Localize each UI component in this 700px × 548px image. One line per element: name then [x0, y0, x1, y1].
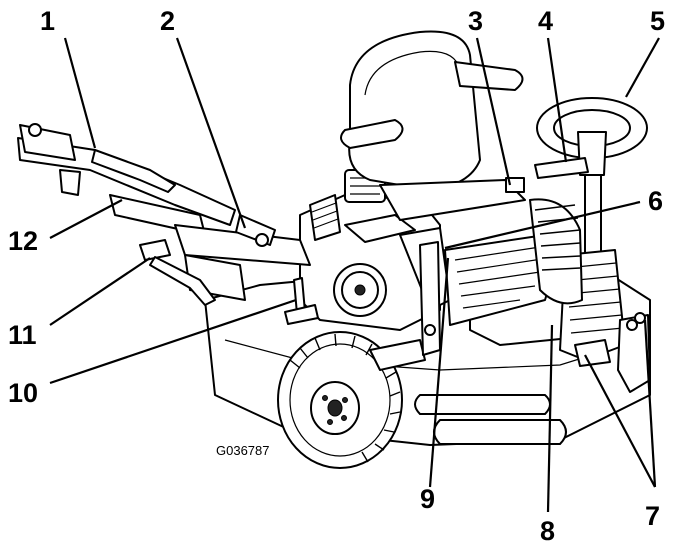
leader-7a: [584, 354, 656, 488]
callout-12: 12: [8, 226, 38, 256]
machine-illustration: [17, 30, 651, 469]
figure-id: G036787: [216, 443, 270, 458]
leader-10: [49, 298, 297, 385]
leader-2: [175, 37, 247, 229]
leader-lines: [49, 37, 660, 513]
callout-5: 5: [650, 6, 665, 36]
callout-4: 4: [538, 6, 553, 36]
seat: [340, 30, 526, 221]
leader-6: [444, 200, 641, 250]
leader-1: [63, 37, 97, 149]
foot-pedal: [139, 239, 171, 261]
leader-8: [546, 324, 554, 513]
front-wheel: [277, 331, 403, 469]
callout-1: 1: [40, 6, 55, 36]
callout-labels: 1 2 3 4 5 6 7 8 9 10 11 12: [8, 6, 665, 546]
callout-6: 6: [648, 186, 663, 216]
front-roller: [433, 419, 567, 445]
callout-8: 8: [540, 516, 555, 546]
leader-11: [49, 257, 151, 326]
callout-7: 7: [645, 501, 660, 531]
callout-9: 9: [420, 484, 435, 514]
leader-7b: [643, 319, 657, 488]
callout-11: 11: [8, 320, 37, 350]
leader-4: [546, 37, 568, 163]
callout-10: 10: [8, 378, 38, 408]
leader-3: [475, 37, 512, 186]
leader-12: [49, 199, 123, 239]
hitch-assembly: [17, 123, 311, 301]
callout-2: 2: [160, 6, 175, 36]
leader-5: [625, 37, 660, 98]
callout-3: 3: [468, 6, 483, 36]
leader-9: [428, 257, 450, 488]
